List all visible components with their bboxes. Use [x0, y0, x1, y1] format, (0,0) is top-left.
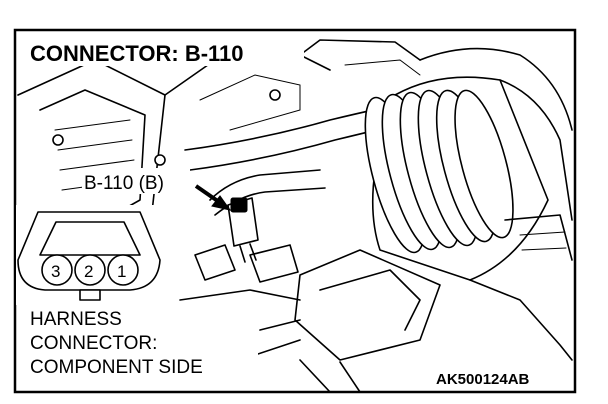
harness-caption-line: HARNESS — [30, 309, 122, 330]
harness-caption-line: CONNECTOR: — [30, 333, 157, 354]
intake-hose — [364, 47, 573, 281]
pin-3-circle — [41, 254, 73, 286]
pin-label: 1 — [117, 262, 126, 281]
pin-1-circle — [107, 254, 139, 286]
figure-code: AK500124AB — [436, 371, 530, 388]
harness-caption-line: COMPONENT SIDE — [30, 357, 203, 378]
harness-connector-pictogram: 3 2 1 — [16, 205, 176, 305]
diagram-title: CONNECTOR: B-110 — [30, 41, 244, 66]
pin-2-circle — [74, 254, 106, 286]
connector-b110-body — [227, 197, 259, 263]
callout-label: B-110 (B) — [84, 173, 164, 194]
pin-label: 3 — [51, 262, 60, 281]
pin-label: 2 — [84, 262, 93, 281]
callout-arrow — [194, 184, 232, 211]
